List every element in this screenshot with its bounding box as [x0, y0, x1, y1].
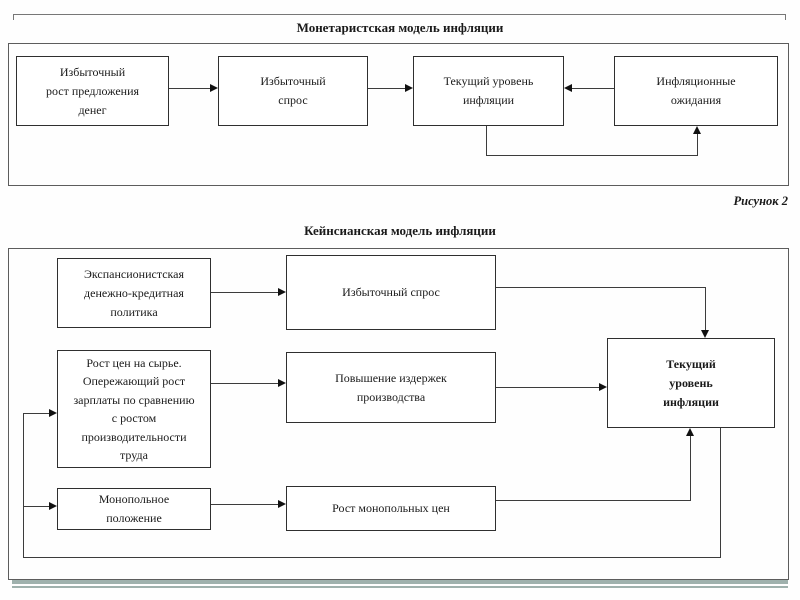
node-excess-demand-keynesian: Избыточный спрос [286, 255, 496, 330]
arrow-prices-to-inflation-seg2 [690, 436, 691, 501]
node-excess-money-growth: Избыточный рост предложения денег [16, 56, 169, 126]
arrow-demand-to-inflation-line [368, 88, 405, 89]
node-monopoly-prices: Рост монопольных цен [286, 486, 496, 531]
feedback-inflation-to-expectations-seg3 [697, 133, 698, 156]
node-raw-materials-wages: Рост цен на сырье. Опережающий рост зарп… [57, 350, 211, 468]
keynesian-frame [8, 248, 789, 580]
node-excess-demand-monetarist: Избыточный спрос [218, 56, 368, 126]
arrow-policy-to-demand-head [278, 288, 286, 296]
bottom-accent-bar-thin [12, 586, 788, 588]
figure-caption: Рисунок 2 [733, 194, 789, 208]
arrow-demand-to-inflation-k-seg2 [705, 287, 706, 330]
feedback-loop-seg2 [23, 557, 721, 558]
arrow-money-to-demand-head [210, 84, 218, 92]
keynesian-title: Кейнсианская модель инфляции [304, 223, 496, 238]
arrow-costs-to-inflation-line [496, 387, 599, 388]
feedback-loop-seg3 [23, 413, 24, 557]
node-current-inflation-monetarist: Текущий уровень инфляции [413, 56, 564, 126]
arrow-policy-to-demand-line [211, 292, 278, 293]
top-border-tick-right [785, 14, 786, 20]
arrow-money-to-demand-line [169, 88, 210, 89]
arrow-demand-to-inflation-head [405, 84, 413, 92]
feedback-inflation-to-expectations-head [693, 126, 701, 134]
feedback-to-monopoly-line [23, 506, 49, 507]
feedback-to-rawmat-line [23, 413, 49, 414]
arrow-prices-to-inflation-head [686, 428, 694, 436]
arrow-demand-to-inflation-k-head [701, 330, 709, 338]
node-current-inflation-keynesian: Текущий уровень инфляции [607, 338, 775, 428]
arrow-rawmat-to-costs-line [211, 383, 278, 384]
arrow-expectations-to-inflation-line [572, 88, 614, 89]
arrow-expectations-to-inflation-head [564, 84, 572, 92]
feedback-to-rawmat-head [49, 409, 57, 417]
arrow-costs-to-inflation-head [599, 383, 607, 391]
arrow-prices-to-inflation-seg1 [496, 500, 691, 501]
feedback-loop-seg1 [720, 428, 721, 557]
node-inflation-expectations: Инфляционные ожидания [614, 56, 778, 126]
node-production-costs: Повышение издержек производства [286, 352, 496, 423]
feedback-to-monopoly-head [49, 502, 57, 510]
arrow-monopoly-to-prices-head [278, 500, 286, 508]
bottom-accent-bar-thick [12, 580, 788, 584]
top-border-rule [13, 14, 786, 15]
arrow-rawmat-to-costs-head [278, 379, 286, 387]
arrow-monopoly-to-prices-line [211, 504, 278, 505]
monetarist-frame [8, 43, 789, 186]
top-border-tick-left [13, 14, 14, 20]
monetarist-title: Монетаристская модель инфляции [296, 20, 504, 35]
arrow-demand-to-inflation-k-seg1 [496, 287, 706, 288]
node-expansionary-policy: Экспансионистская денежно-кредитная поли… [57, 258, 211, 328]
feedback-inflation-to-expectations-seg1 [486, 126, 487, 155]
node-monopoly-position: Монопольное положение [57, 488, 211, 530]
feedback-inflation-to-expectations-seg2 [486, 155, 698, 156]
